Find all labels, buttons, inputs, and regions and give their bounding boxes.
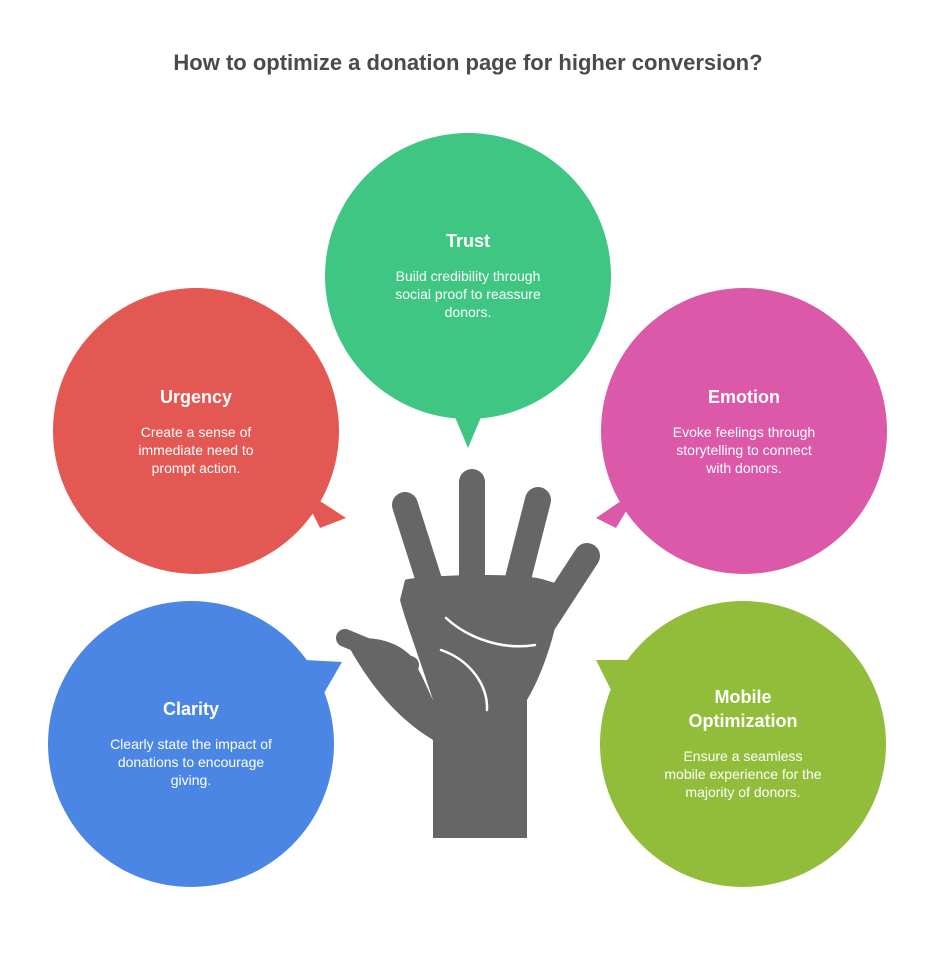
trust-circle	[325, 133, 611, 419]
urgency-description: Create a sense of immediate need to prom…	[138, 424, 254, 476]
urgency-text: Urgency Create a sense of immediate need…	[86, 385, 306, 477]
emotion-text: Emotion Evoke feelings through storytell…	[634, 385, 854, 477]
urgency-circle	[53, 288, 339, 574]
trust-text: Trust Build credibility through social p…	[358, 229, 578, 321]
page-title: How to optimize a donation page for high…	[173, 50, 763, 75]
emotion-bubble	[596, 288, 887, 574]
clarity-bubble	[48, 601, 342, 887]
clarity-pointer	[305, 660, 342, 700]
mobile-bubble	[596, 601, 886, 887]
mobile-pointer	[596, 660, 632, 700]
clarity-circle	[48, 601, 334, 887]
mobile-heading: Mobile Optimization	[688, 687, 798, 731]
emotion-pointer	[596, 488, 640, 528]
emotion-description: Evoke feelings through storytelling to c…	[672, 424, 816, 476]
urgency-bubble	[53, 288, 346, 574]
urgency-heading: Urgency	[159, 387, 233, 407]
trust-description: Build credibility through social proof t…	[395, 268, 541, 320]
clarity-heading: Clarity	[162, 699, 220, 719]
mobile-text: Mobile Optimization Ensure a seamless mo…	[633, 685, 853, 801]
emotion-heading: Emotion	[708, 387, 780, 407]
open-hand-icon	[336, 469, 600, 838]
clarity-text: Clarity Clearly state the impact of dona…	[81, 697, 301, 789]
trust-bubble	[325, 133, 611, 448]
mobile-description: Ensure a seamless mobile experience for …	[664, 748, 822, 800]
trust-pointer	[452, 410, 484, 448]
urgency-pointer	[300, 488, 346, 528]
emotion-circle	[601, 288, 887, 574]
mobile-circle	[600, 601, 886, 887]
trust-heading: Trust	[445, 231, 490, 251]
clarity-description: Clearly state the impact of donations to…	[110, 736, 272, 788]
